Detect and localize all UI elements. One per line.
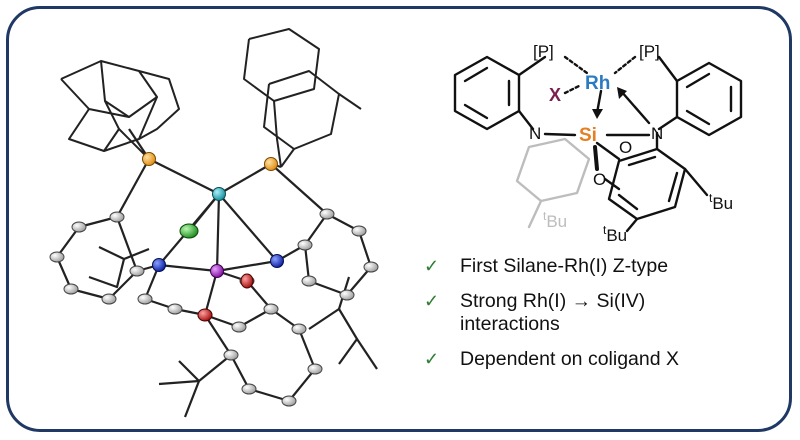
phosphine-label-left: [P] [533, 42, 554, 61]
nitrogen-label-right: N [651, 124, 663, 143]
graphic-frame: [P] [P] Rh X N N Si O O tBu tBu tBu ✓ Fi… [6, 6, 792, 432]
back-aryl-ring [515, 137, 591, 229]
finding-text-continued: interactions [460, 313, 560, 335]
nitrogen-atom-left [152, 258, 166, 272]
nitrogen-label-left: N [529, 124, 541, 143]
finding-item: ✓ Strong Rh(I) → Si(IV) interactions [424, 290, 789, 336]
tbu-label-front: tBu [603, 223, 627, 245]
check-icon: ✓ [424, 256, 440, 276]
oxygen-atom-1 [240, 273, 254, 289]
check-icon: ✓ [424, 291, 440, 311]
left-adamantyl-wireframe [60, 60, 180, 160]
finding-item: ✓ Dependent on coligand X [424, 348, 789, 371]
finding-item: ✓ First Silane-Rh(I) Z-type [424, 255, 789, 278]
tbu-label-right: tBu [709, 191, 733, 213]
oxygen-label-1: O [619, 138, 632, 157]
finding-text: Strong Rh(I) → Si(IV) [460, 290, 646, 312]
figure-canvas: [P] [P] Rh X N N Si O O tBu tBu tBu [49, 28, 743, 418]
phosphorus-atom-left [142, 152, 156, 166]
rhodium-atom [212, 187, 226, 201]
nitrogen-atom-right [270, 254, 284, 268]
chlorine-atom [179, 223, 199, 239]
chemical-scheme [453, 55, 743, 233]
carbon-atoms [49, 208, 379, 407]
check-icon: ✓ [424, 349, 440, 369]
scheme-labels: [P] [P] Rh X N N Si O O tBu tBu tBu [529, 42, 733, 245]
finding-text: First Silane-Rh(I) Z-type [460, 255, 669, 277]
phosphine-label-right: [P] [639, 42, 660, 61]
oxygen-atom-2 [197, 308, 213, 322]
key-findings-list: ✓ First Silane-Rh(I) Z-type ✓ Strong Rh(… [424, 255, 789, 383]
coligand-x-label: X [549, 85, 561, 105]
tbu-label-back: tBu [543, 209, 567, 231]
crystal-structure [49, 28, 379, 418]
phosphorus-atom-right [264, 157, 278, 171]
rhodium-label: Rh [585, 73, 610, 94]
right-cyclohexyl-wireframe [243, 28, 362, 168]
silicon-atom [210, 264, 224, 278]
silicon-label: Si [579, 125, 597, 146]
oxygen-label-2: O [593, 170, 606, 189]
finding-text: Dependent on coligand X [460, 348, 680, 370]
